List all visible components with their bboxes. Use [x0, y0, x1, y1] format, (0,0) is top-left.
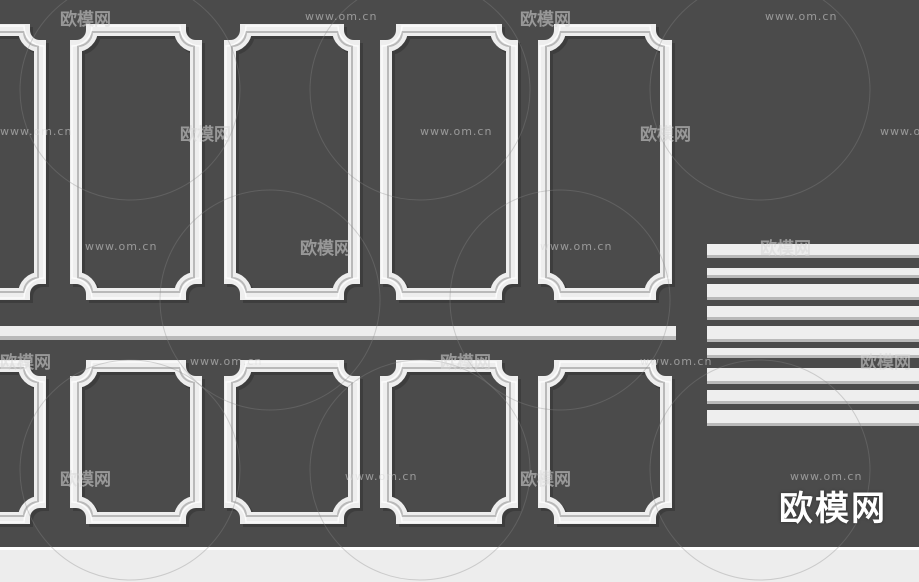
profile-strip-7	[707, 368, 919, 384]
lower-panel-frame-1-bead	[0, 367, 39, 517]
upper-panel-frame-2-edge	[71, 25, 201, 299]
profile-strip-4	[707, 306, 919, 320]
watermark-logo-6: 欧模网	[760, 238, 811, 259]
watermark-logo-9: 欧模网	[860, 352, 911, 373]
profile-strip-shadow-6	[707, 355, 919, 358]
upper-panel-frame-3-edge	[225, 25, 359, 299]
lower-panel-frame-4-shadow	[383, 363, 521, 527]
lower-panel-frame-5-bead	[545, 367, 665, 517]
watermark-url-3: www.om.cn	[0, 125, 72, 138]
watermark-url-10: www.om.cn	[345, 470, 417, 483]
profile-strip-shadow-9	[707, 423, 919, 426]
upper-panel-frame-1-bead	[0, 31, 39, 293]
watermark-logo-1: 欧模网	[60, 9, 111, 30]
lower-panel-frame-2-edge	[71, 361, 201, 523]
upper-panel-frame-4-bead	[387, 31, 511, 293]
lower-panel-frame-3-edge	[225, 361, 359, 523]
baseboard-molding	[0, 547, 919, 582]
upper-panel-frame-5-shadow	[541, 27, 675, 303]
lower-panel-frame-2-bead	[77, 367, 195, 517]
upper-panel-frame-3-bead	[231, 31, 353, 293]
profile-strip-shadow-3	[707, 297, 919, 300]
watermark-logo-3: 欧模网	[180, 124, 231, 145]
lower-panel-frame-5-edge	[539, 361, 671, 523]
upper-panel-frame-1	[0, 24, 46, 300]
watermark-url-5: www.om.cn	[880, 125, 919, 138]
watermark-logo-7: 欧模网	[0, 352, 51, 373]
profile-strip-shadow-5	[707, 339, 919, 342]
watermark-url-6: www.om.cn	[85, 240, 157, 253]
watermark-logo-10: 欧模网	[60, 469, 111, 490]
chair-rail-shadow	[0, 336, 676, 340]
watermark-logo-4: 欧模网	[640, 124, 691, 145]
lower-panel-frame-5-shadow	[541, 363, 675, 527]
upper-panel-frame-5	[538, 24, 672, 300]
watermark-logo-2: 欧模网	[520, 9, 571, 30]
profile-strip-shadow-2	[707, 275, 919, 278]
upper-panel-frame-5-bead	[545, 31, 665, 293]
lower-panel-frame-1	[0, 360, 46, 524]
upper-panel-frame-2	[70, 24, 202, 300]
upper-panel-frame-2-shadow	[73, 27, 205, 303]
watermark-ring-3	[649, 0, 871, 201]
upper-panel-frame-4	[380, 24, 518, 300]
lower-panel-frame-2-shadow	[73, 363, 205, 527]
watermark-url-11: www.om.cn	[790, 470, 862, 483]
profile-strip-shadow-4	[707, 317, 919, 320]
profile-strip-6	[707, 348, 919, 358]
profile-strip-shadow-7	[707, 381, 919, 384]
upper-panel-frame-5-edge	[539, 25, 671, 299]
watermark-ring-7	[309, 359, 531, 581]
watermark-ring-8	[649, 359, 871, 581]
watermark-ring-5	[449, 189, 671, 411]
profile-strip-5	[707, 326, 919, 342]
watermark-url-2: www.om.cn	[765, 10, 837, 23]
watermark-url-7: www.om.cn	[540, 240, 612, 253]
watermark-url-4: www.om.cn	[420, 125, 492, 138]
lower-panel-frame-3-bead	[231, 367, 353, 517]
watermark-ring-1	[19, 0, 241, 201]
upper-panel-frame-4-shadow	[383, 27, 521, 303]
watermark-url-1: www.om.cn	[305, 10, 377, 23]
lower-panel-frame-4-edge	[381, 361, 517, 523]
watermark-logo-5: 欧模网	[300, 238, 351, 259]
profile-strip-shadow-8	[707, 401, 919, 404]
watermark-ring-4	[159, 189, 381, 411]
lower-panel-frame-4	[380, 360, 518, 524]
upper-panel-frame-1-edge	[0, 25, 45, 299]
watermark-logo-11: 欧模网	[520, 469, 571, 490]
upper-panel-frame-4-edge	[381, 25, 517, 299]
watermark-logo-8: 欧模网	[440, 352, 491, 373]
profile-strip-2	[707, 268, 919, 278]
lower-panel-frame-3-shadow	[227, 363, 363, 527]
lower-panel-frame-4-bead	[387, 367, 511, 517]
profile-strip-8	[707, 390, 919, 404]
lower-panel-frame-5	[538, 360, 672, 524]
lower-panel-frame-1-edge	[0, 361, 45, 523]
watermark-ring-6	[19, 359, 241, 581]
profile-strip-1	[707, 244, 919, 258]
profile-strip-9	[707, 410, 919, 426]
lower-panel-frame-2	[70, 360, 202, 524]
profile-strip-shadow-1	[707, 255, 919, 258]
baseboard-top-edge	[0, 547, 919, 550]
upper-panel-frame-2-bead	[77, 31, 195, 293]
watermark-url-9: www.om.cn	[640, 355, 712, 368]
profile-strip-3	[707, 284, 919, 300]
brand-logo-watermark: 欧模网	[779, 489, 887, 529]
watermark-url-8: www.om.cn	[190, 355, 262, 368]
watermark-ring-2	[309, 0, 531, 201]
